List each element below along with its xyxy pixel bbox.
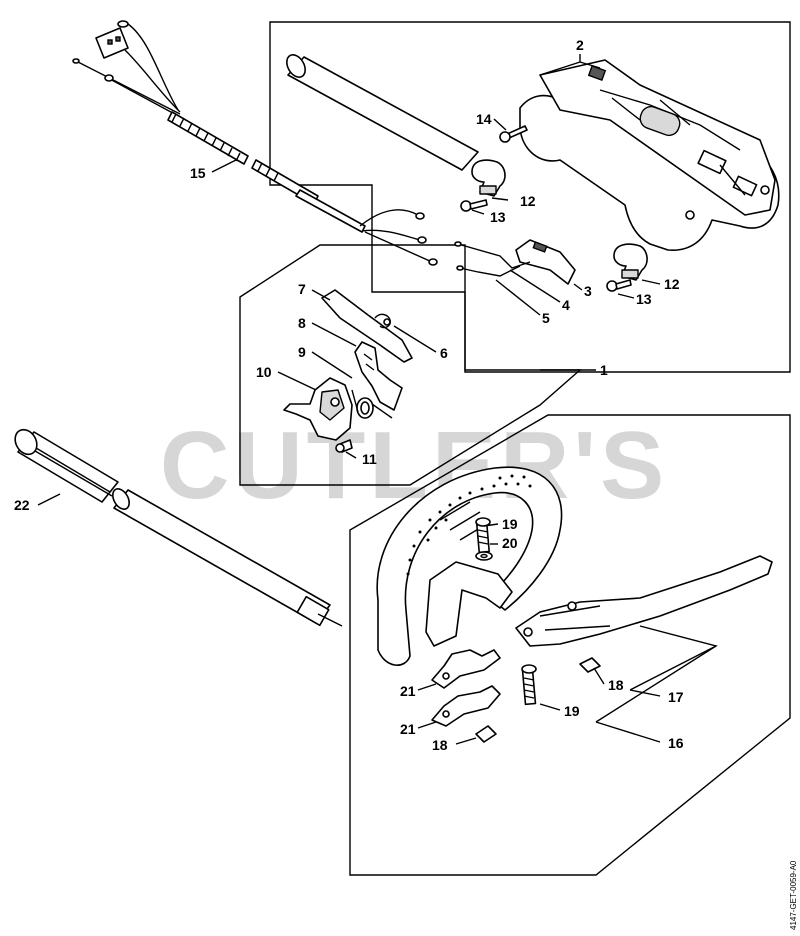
label-part-14: 14: [476, 111, 492, 127]
label-part-2: 2: [576, 37, 584, 53]
rear-handle-housing: [519, 59, 780, 251]
label-part-22: 22: [14, 497, 30, 513]
label-part-6: 6: [440, 345, 448, 361]
label-part-12-upper: 12: [520, 193, 536, 209]
drive-shaft-liner-22: [14, 428, 119, 503]
square-nut-18-lower: [475, 725, 497, 743]
label-part-3: 3: [584, 283, 592, 299]
label-part-17: 17: [668, 689, 684, 705]
washer-20: [475, 551, 493, 561]
label-part-9: 9: [298, 344, 306, 360]
torsion-spring-9: [351, 389, 393, 419]
drive-tube-lower: [112, 488, 343, 627]
screw-11: [335, 439, 353, 453]
label-part-20: 20: [502, 535, 518, 551]
watermark-text: CUTLER'S: [160, 412, 668, 519]
label-part-18-upper: 18: [608, 677, 624, 693]
spring-6: [374, 313, 392, 329]
contact-spring-5: [456, 265, 521, 277]
screw-13-upper: [460, 199, 488, 212]
label-part-15: 15: [190, 165, 206, 181]
clamp-half-21-upper: [431, 649, 501, 689]
screw-19-lower: [521, 664, 537, 706]
clamp-12-lower: [613, 243, 648, 281]
loop-handle-grip-texture: [406, 474, 532, 576]
label-part-13-lower: 13: [636, 291, 652, 307]
part-labels: 2 14 15 12 13 12 13 3 4 5 6 7 8 9 10 11 …: [14, 37, 684, 753]
label-part-21-upper: 21: [400, 683, 416, 699]
throttle-trigger-8: [354, 341, 403, 411]
screw-13-lower: [606, 279, 632, 292]
label-part-7: 7: [298, 281, 306, 297]
label-part-18-lower: 18: [432, 737, 448, 753]
label-part-5: 5: [542, 310, 550, 326]
label-part-19-lower: 19: [564, 703, 580, 719]
contact-spring-4: [454, 241, 531, 269]
clamp-12-upper: [471, 159, 506, 197]
label-part-12-lower: 12: [664, 276, 680, 292]
drive-tube-upper: [286, 54, 479, 171]
drawing-reference: 4147-GET-0059-A0: [789, 860, 798, 930]
label-part-4: 4: [562, 297, 570, 313]
label-part-10: 10: [256, 364, 272, 380]
clamp-half-21-lower: [431, 685, 501, 727]
label-part-16: 16: [668, 735, 684, 751]
label-part-1: 1: [600, 362, 608, 378]
barrier-bar-17: [515, 555, 773, 647]
leader-lines: [37, 54, 718, 745]
throttle-lever-10: [283, 377, 353, 441]
throttle-cable-harness: [72, 20, 438, 266]
label-part-13-upper: 13: [490, 209, 506, 225]
square-nut-18-upper: [579, 657, 601, 673]
stop-switch-3: [515, 239, 576, 285]
screw-19-upper: [475, 517, 491, 554]
label-part-19-upper: 19: [502, 516, 518, 532]
label-part-8: 8: [298, 315, 306, 331]
interlock-lever-7: [321, 289, 413, 363]
label-part-21-lower: 21: [400, 721, 416, 737]
label-part-11: 11: [362, 451, 377, 467]
screw-14: [499, 125, 528, 143]
frame-loop-handle: [349, 414, 791, 876]
